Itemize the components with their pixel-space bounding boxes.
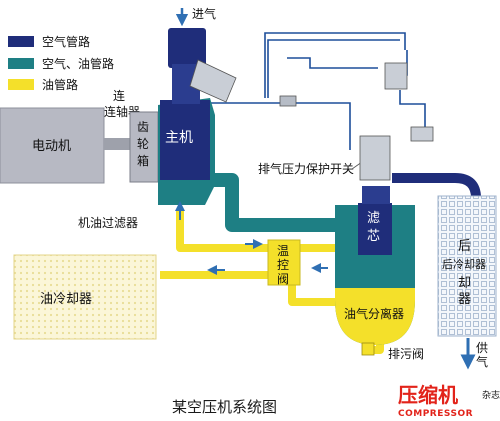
pressure-switch-body [359, 135, 391, 181]
diagram-title: 某空压机系统图 [172, 398, 277, 416]
solenoid-valve-icon [384, 62, 408, 90]
small-valve-icon [279, 95, 297, 107]
thermo-valve-label-1: 温 [277, 244, 289, 258]
gearbox-label-1: 齿 [137, 120, 149, 134]
thermo-valve [267, 239, 301, 286]
aftercooler-label-1: 后 [458, 239, 471, 254]
thermo-valve-label-2: 控 [277, 258, 289, 272]
oil-filter-label: 机油过滤器 [78, 216, 138, 230]
separator-cap [362, 186, 390, 204]
intake-filter [168, 28, 206, 68]
coupling-label-1: 连 [113, 88, 125, 103]
control-lines [210, 32, 426, 150]
air-oil-pipe [205, 173, 345, 232]
intake-label: 进气 [192, 6, 216, 21]
legend-label-oil: 油管路 [42, 77, 78, 92]
aftercooler-label-2: 却 [458, 276, 471, 291]
main-unit-label: 主机 [165, 130, 193, 146]
motor-shaft [104, 138, 130, 150]
supply-label-1: 供 [476, 341, 488, 355]
legend-label-air: 空气管路 [42, 34, 90, 49]
legend-swatch-air [8, 36, 34, 47]
gearbox [129, 111, 159, 183]
gearbox-label-2: 轮 [137, 137, 149, 151]
separator-label: 油气分离器 [344, 306, 404, 321]
filter-core [358, 203, 392, 255]
filter-core-label-2: 芯 [367, 229, 380, 244]
motor-label: 电动机 [32, 139, 71, 154]
oil-cooler-label: 油冷却器 [40, 292, 92, 307]
separator-oil-level [335, 288, 415, 345]
gearbox-label-3: 箱 [137, 153, 149, 168]
legend-swatch-oil [8, 79, 34, 90]
oil-cooler [13, 254, 157, 340]
thermo-valve-label-3: 阀 [277, 272, 289, 286]
main-unit-top [160, 100, 210, 180]
filter-core-label-1: 滤 [367, 211, 380, 226]
aftercooler-label: 后冷却器 [442, 258, 486, 271]
legend-swatch-air-oil [8, 58, 34, 69]
legend-label-air-oil: 空气、油管路 [42, 56, 114, 71]
brand-tag: 杂志 [482, 389, 500, 401]
pressure-switch-label: 排气压力保护开关 [258, 161, 354, 176]
intake-cylinder [189, 59, 237, 103]
pressure-valve-icon [410, 126, 434, 142]
aftercooler [437, 195, 497, 337]
brand-sub: COMPRESSOR [398, 409, 473, 419]
brand-name: 压缩机 [398, 383, 458, 407]
aftercooler-label-3: 器 [458, 292, 471, 307]
drain-valve-label: 排污阀 [388, 347, 424, 361]
drain-valve-icon [361, 342, 375, 356]
legend: 空气管路 空气、油管路 油管路 [8, 34, 114, 92]
supply-label-2: 气 [476, 354, 488, 369]
